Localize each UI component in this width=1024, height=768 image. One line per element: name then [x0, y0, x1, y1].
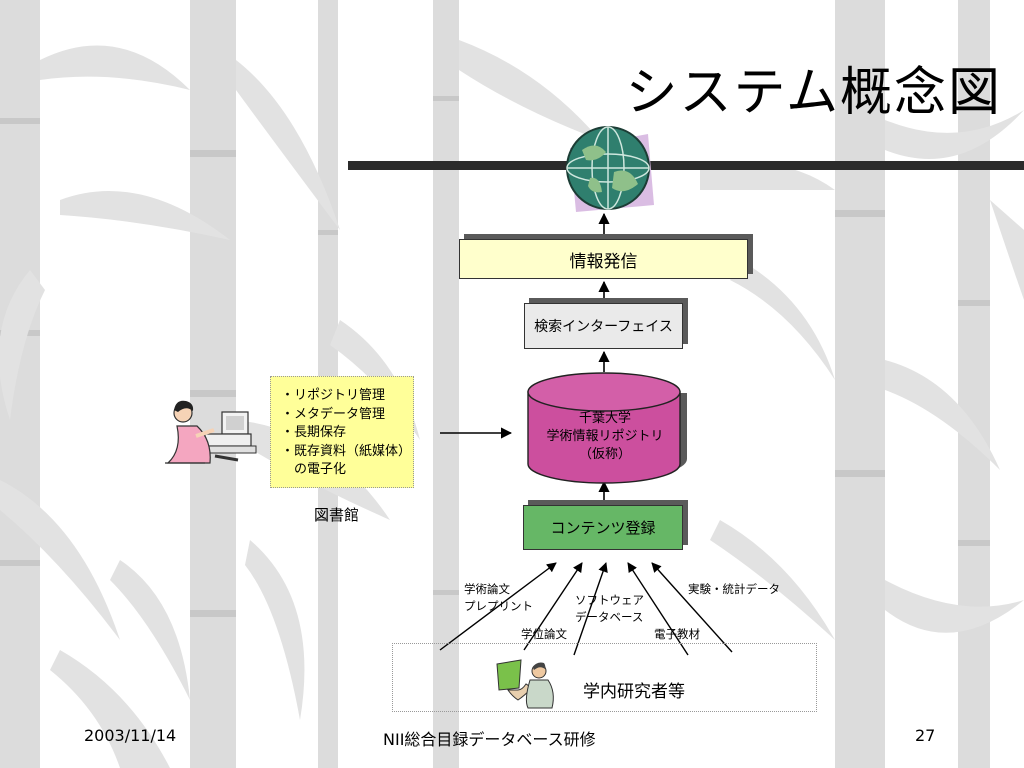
label-preprint: プレプリント [464, 599, 533, 613]
slide-title: システム概念図 [625, 63, 1002, 123]
footer-page-number: 27 [915, 726, 936, 745]
task-item-repository-management: ・リポジトリ管理 [281, 388, 386, 403]
label-papers: 学術論文 [464, 582, 510, 596]
task-item-digitization-cont: の電子化 [281, 462, 347, 477]
researchers-area [392, 643, 817, 712]
title-rule [348, 161, 1024, 170]
arrow-papers [439, 562, 557, 651]
repository-line-name: 学術情報リポジトリ [546, 429, 664, 444]
arrow-experiment [651, 562, 733, 653]
researchers-label: 学内研究者等 [583, 682, 685, 702]
library-label: 図書館 [314, 506, 360, 524]
label-software: ソフトウェア [575, 593, 644, 607]
task-item-metadata-management: ・メタデータ管理 [281, 406, 386, 422]
repository-cylinder [527, 372, 687, 484]
library-tasks-box: ・リポジトリ管理 ・メタデータ管理 ・長期保存 ・既存資料（紙媒体） の電子化 [270, 376, 414, 488]
researcher-presenting-icon [496, 659, 554, 709]
repository-line-university: 千葉大学 [578, 411, 631, 426]
footer-event: NII総合目録データベース研修 [383, 730, 596, 749]
info-dissemination-label: 情報発信 [569, 251, 638, 272]
label-database: データベース [575, 610, 644, 624]
arrow-thesis [523, 562, 583, 651]
search-interface-label: 検索インターフェイス [534, 319, 673, 335]
search-interface-box: 検索インターフェイス [524, 303, 683, 349]
repository-label: 千葉大学 学術情報リポジトリ （仮称） [530, 410, 680, 464]
label-experiment-data: 実験・統計データ [688, 582, 780, 596]
arrow-software [573, 562, 608, 656]
task-item-digitization: ・既存資料（紙媒体） [281, 443, 412, 459]
info-dissemination-box: 情報発信 [459, 239, 748, 279]
contents-registration-label: コンテンツ登録 [550, 519, 656, 537]
globe-icon [566, 126, 654, 212]
librarian-at-computer-icon [165, 400, 257, 464]
label-elearning: 電子教材 [654, 627, 700, 641]
repository-line-tentative: （仮称） [578, 447, 631, 462]
label-thesis: 学位論文 [521, 627, 567, 641]
task-item-long-term-preservation: ・長期保存 [281, 425, 347, 440]
contents-registration-box: コンテンツ登録 [523, 505, 683, 550]
arrow-elearning [627, 562, 689, 656]
footer-date: 2003/11/14 [84, 726, 177, 745]
